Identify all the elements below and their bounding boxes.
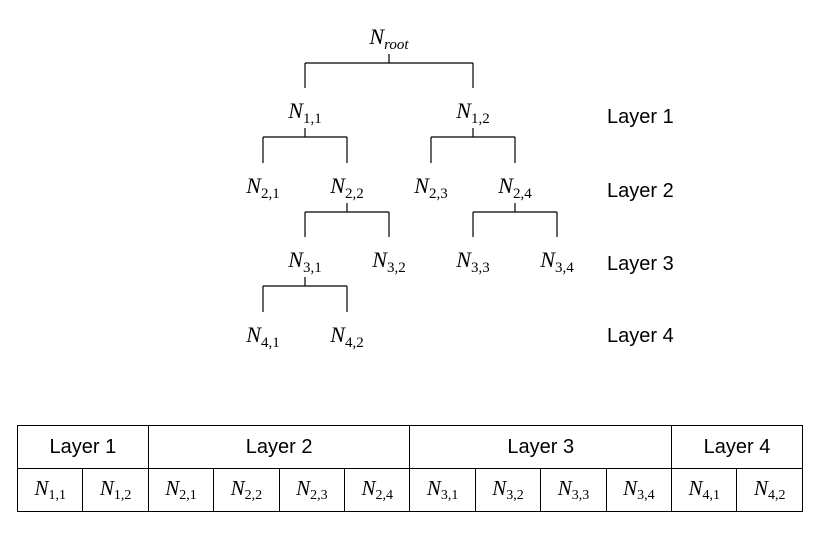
table-cell: N2,3: [278, 468, 346, 512]
table-cell: N3,1: [409, 468, 476, 512]
node-n34: N3,4: [539, 247, 574, 276]
table-cell: N2,2: [213, 468, 280, 512]
table-cell: N4,2: [736, 468, 803, 512]
node-root: Nroot: [368, 24, 409, 53]
node-n22: N2,2: [329, 173, 363, 202]
node-n33: N3,3: [455, 247, 489, 276]
node-n21: N2,1: [245, 173, 279, 202]
tree-edges: [262, 54, 558, 312]
table-group-3: Layer 3: [409, 425, 673, 469]
table-cell: N4,1: [671, 468, 738, 512]
table-cell: N3,2: [474, 468, 542, 512]
table-group-1: Layer 1: [17, 425, 149, 469]
node-n23: N2,3: [413, 173, 447, 202]
node-n32: N3,2: [371, 247, 405, 276]
table-group-4: Layer 4: [671, 425, 803, 469]
table-cell: N2,1: [147, 468, 215, 512]
layer-label-2: Layer 2: [607, 180, 674, 202]
table-cell: N3,3: [540, 468, 607, 512]
node-n31: N3,1: [287, 247, 321, 276]
table-group-2: Layer 2: [147, 425, 411, 469]
layer-label-3: Layer 3: [607, 253, 674, 275]
node-n12: N1,2: [455, 98, 489, 127]
layer-label-1: Layer 1: [607, 106, 674, 128]
table-cell: N1,2: [82, 468, 149, 512]
table-cell: N2,4: [344, 468, 411, 512]
layer-label-4: Layer 4: [607, 325, 674, 347]
node-n42: N4,2: [329, 322, 363, 351]
node-n24: N2,4: [497, 173, 532, 202]
table-cell: N3,4: [605, 468, 673, 512]
node-n41: N4,1: [245, 322, 279, 351]
table-cell: N1,1: [16, 468, 84, 512]
node-n11: N1,1: [287, 98, 321, 127]
